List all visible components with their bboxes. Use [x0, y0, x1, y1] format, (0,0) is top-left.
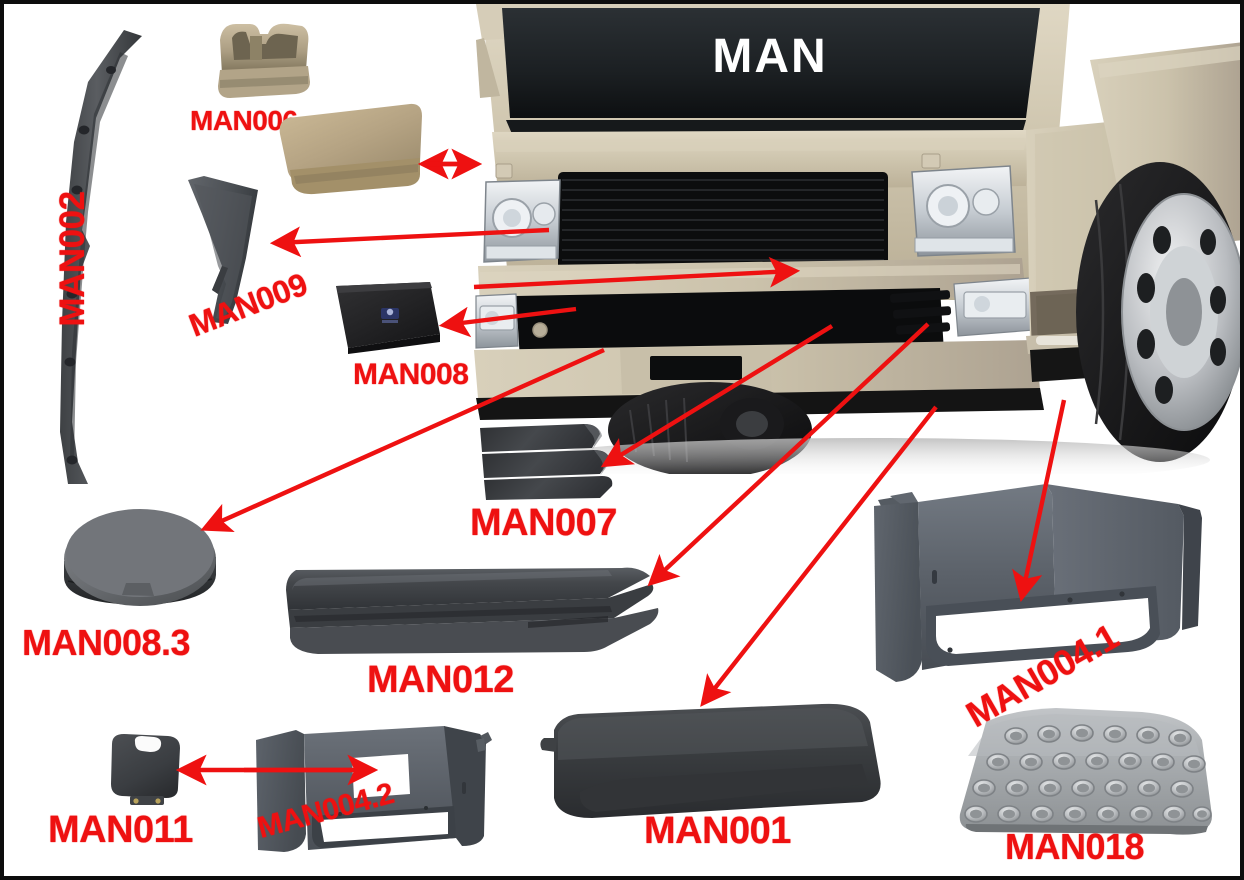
part-man007 — [472, 422, 620, 502]
label-man011: MAN011 — [48, 809, 193, 851]
label-man008-3: MAN008.3 — [22, 622, 191, 663]
part-man001 — [532, 702, 884, 826]
part-man002 — [26, 22, 166, 492]
truck-photo: MAN — [470, 4, 1240, 474]
label-man002: MAN002 — [53, 191, 92, 327]
part-man011 — [104, 732, 188, 814]
svg-text:MAN: MAN — [712, 30, 827, 83]
label-man018: MAN018 — [1005, 826, 1145, 867]
label-man007: MAN007 — [470, 502, 617, 544]
part-man004-2 — [248, 726, 500, 862]
part-man012 — [278, 556, 664, 664]
label-man008: MAN008 — [353, 358, 469, 391]
label-man012: MAN012 — [367, 659, 514, 701]
part-headlight-corner-trim — [270, 100, 438, 200]
part-man006 — [210, 18, 320, 104]
part-man008-3 — [52, 499, 228, 619]
part-man009 — [182, 174, 312, 334]
part-man008 — [326, 280, 448, 356]
part-man018 — [950, 704, 1222, 842]
label-man001: MAN001 — [644, 810, 791, 852]
